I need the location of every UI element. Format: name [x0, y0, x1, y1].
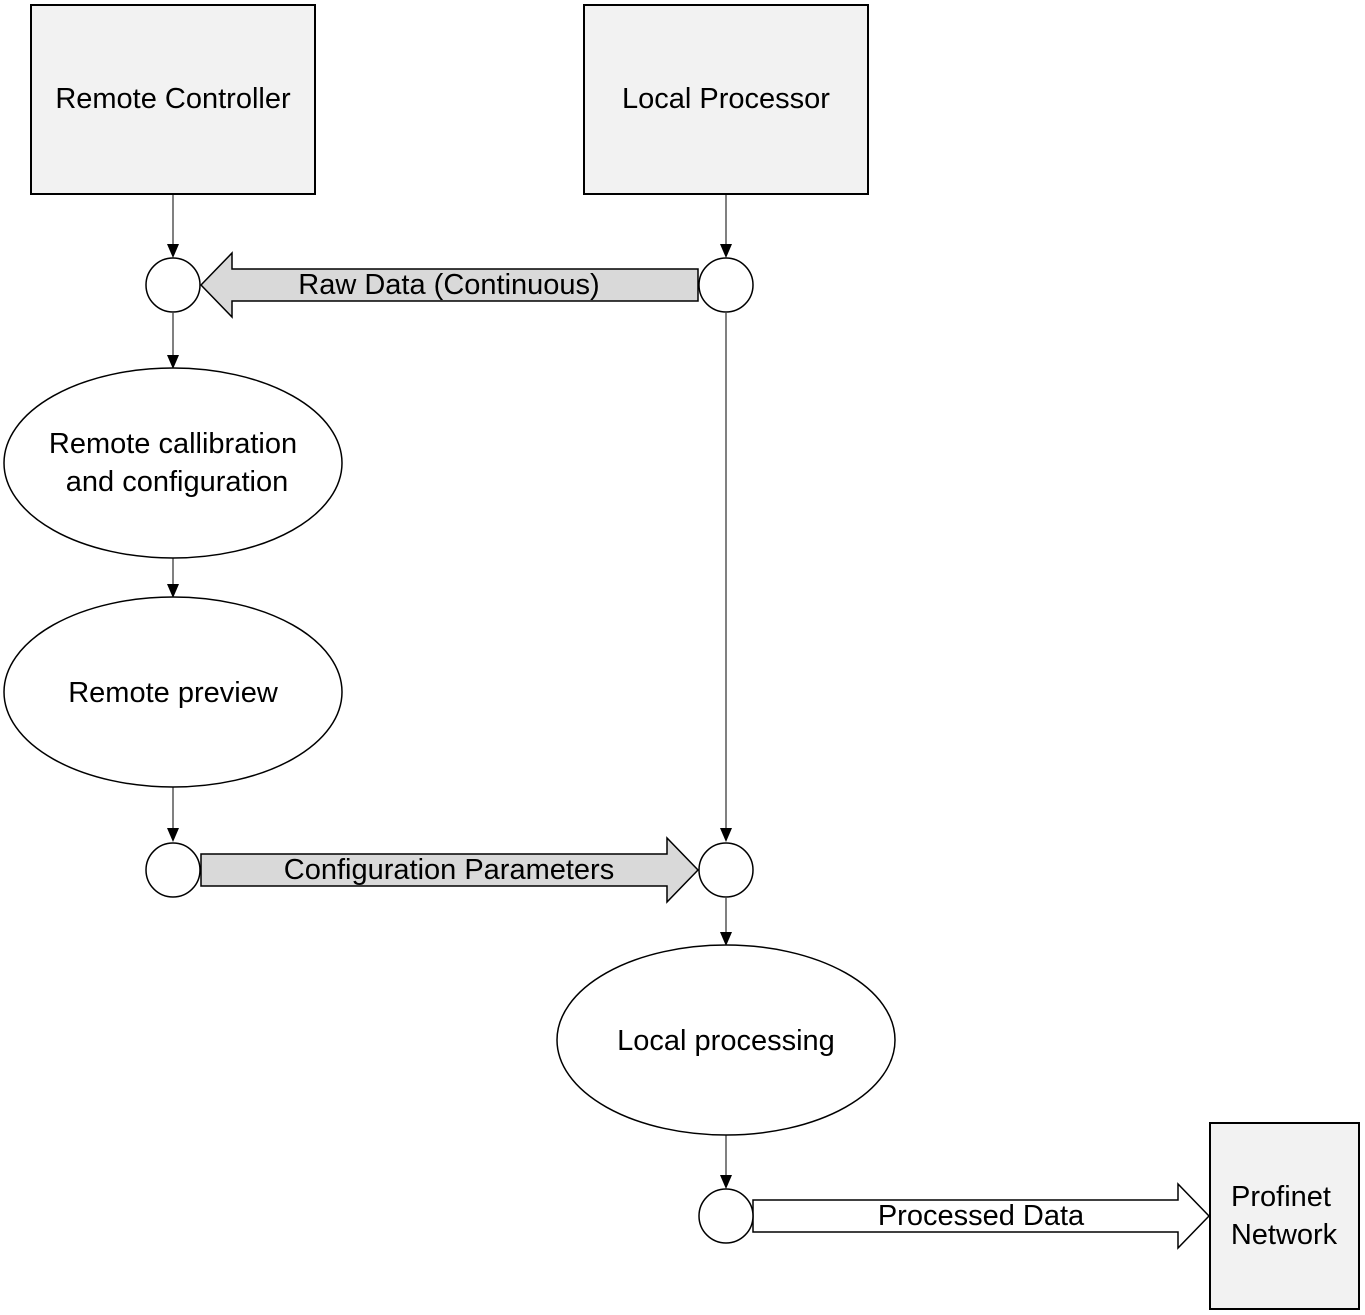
connector-remote-calibration-to-preview [167, 558, 179, 598]
remote-controller-box: Remote Controller [30, 4, 316, 195]
remote-input-node [145, 257, 201, 313]
processed-output-node [698, 1188, 754, 1244]
raw-data-flow-arrow: Raw Data (Continuous) [199, 251, 699, 319]
connector-preview-to-node [167, 787, 179, 842]
profinet-network-label-line2: Network [1231, 1219, 1338, 1251]
local-processing-label: Local processing [617, 1025, 835, 1057]
local-processor-box: Local Processor [583, 4, 869, 195]
remote-preview-process: Remote preview [3, 596, 343, 788]
local-processor-label: Local Processor [622, 83, 830, 115]
connector-node-to-remote-calibration [167, 313, 179, 369]
profinet-network-box: Profinet Network [1209, 1122, 1360, 1310]
remote-output-node [145, 842, 201, 898]
remote-calibration-process: Remote callibration and configuration [3, 367, 343, 559]
profinet-network-label-line1: Profinet [1231, 1181, 1331, 1213]
remote-calibration-label-line1: Remote callibration [49, 428, 297, 460]
remote-calibration-label-line2: and configuration [66, 466, 289, 498]
connector-local-node-to-config-node [720, 313, 732, 842]
local-output-node [698, 257, 754, 313]
connector-config-node-to-local-processing [720, 898, 732, 946]
connector-local-processing-to-node [720, 1134, 732, 1189]
raw-data-flow-label: Raw Data (Continuous) [298, 269, 599, 301]
configuration-parameters-flow-arrow: Configuration Parameters [200, 836, 700, 904]
remote-preview-label: Remote preview [68, 677, 279, 709]
remote-controller-label: Remote Controller [55, 83, 291, 115]
connector-remote-controller-to-node [167, 194, 179, 258]
processed-data-flow-label: Processed Data [878, 1200, 1085, 1232]
local-processing-process: Local processing [556, 944, 896, 1136]
connector-local-processor-to-node [720, 194, 732, 258]
local-input-node [698, 842, 754, 898]
configuration-parameters-flow-label: Configuration Parameters [284, 854, 614, 886]
processed-data-flow-arrow: Processed Data [752, 1182, 1211, 1250]
